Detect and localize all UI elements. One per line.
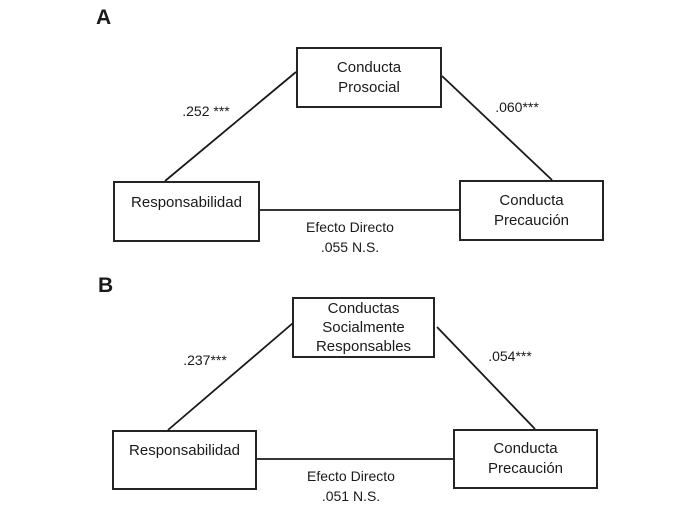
panel-b-mediator-line3: Responsables [315, 338, 412, 355]
panel-b-direct-effect-line2: .051 N.S. [321, 488, 381, 504]
panel-b-right-path-line [436, 326, 536, 430]
panel-a-outcome-line2: Precaución [493, 211, 570, 229]
panel-a-direct-effect-line2: .055 N.S. [320, 239, 380, 255]
panel-b-outcome-line1: Conducta [493, 440, 558, 457]
panel-b-right-path-coefficient: .054*** [488, 348, 532, 364]
panel-a-left-path-coefficient: .252 *** [182, 103, 230, 119]
panel-b-predictor-box: Responsabilidad [112, 430, 257, 490]
panel-b-mediator-line1: Conductas [327, 300, 400, 317]
panel-b-outcome-line2: Precaución [487, 460, 564, 477]
panel-a-mediator-box: Conducta Prosocial [296, 47, 442, 108]
panel-a-mediator-line1: Conducta [336, 58, 402, 76]
panel-b-outcome-box: Conducta Precaución [453, 429, 598, 489]
panel-a-predictor-box: Responsabilidad [113, 181, 260, 242]
panel-a-outcome-line1: Conducta [499, 191, 564, 209]
panel-b-predictor-label: Responsabilidad [129, 442, 240, 459]
panel-b-direct-effect-line1: Efecto Directo [307, 468, 395, 484]
panel-a-direct-effect-line1: Efecto Directo [306, 219, 394, 235]
panel-a-right-path-line [441, 75, 553, 181]
panel-b-left-path-coefficient: .237*** [183, 352, 227, 368]
panel-a-left-path-line [164, 71, 297, 182]
panel-a-right-path-coefficient: .060*** [495, 99, 539, 115]
panel-b-label: B [98, 274, 114, 297]
panel-a-mediator-line2: Prosocial [338, 78, 400, 96]
panel-a-outcome-box: Conducta Precaución [459, 180, 604, 241]
panel-b-left-path-line [167, 322, 294, 431]
panel-b-mediator-line2: Socialmente [322, 319, 405, 336]
panel-b-mediator-box: Conductas Socialmente Responsables [292, 297, 435, 358]
panel-a-direct-effect-label: Efecto Directo .055 N.S. [306, 217, 394, 257]
panel-a-predictor-label: Responsabilidad [131, 193, 242, 211]
panel-b-direct-effect-label: Efecto Directo .051 N.S. [307, 466, 395, 506]
panel-a-label: A [96, 6, 112, 29]
